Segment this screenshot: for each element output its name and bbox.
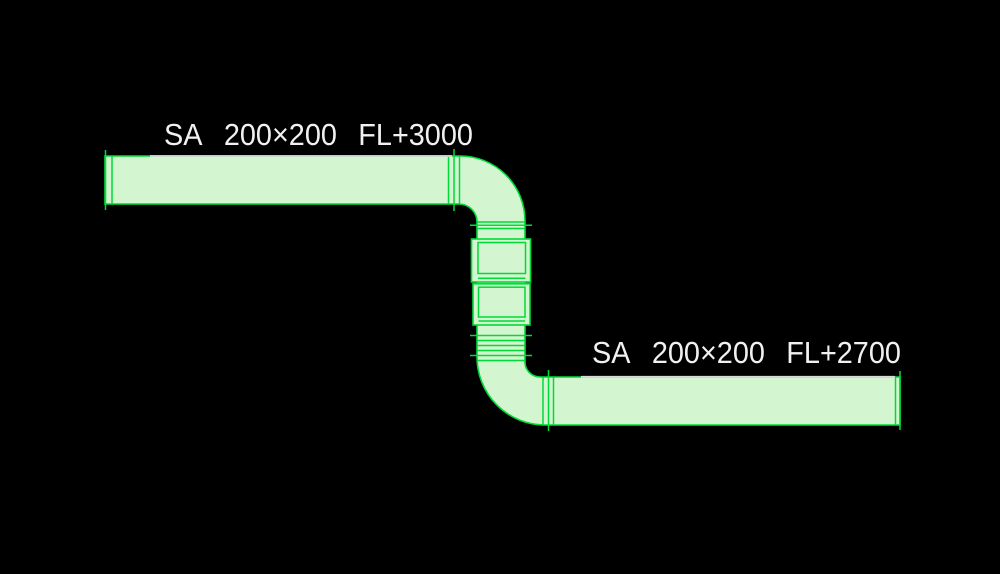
duct-system-label: SA [592, 335, 631, 370]
duct-label-upper[interactable]: SA 200×200 FL+3000 [164, 119, 473, 150]
flange-joint-upper [447, 149, 461, 211]
duct-elevation-label: FL+3000 [358, 117, 473, 152]
duct-fitting-box-lower[interactable] [472, 282, 531, 326]
right-end-cap [894, 371, 901, 430]
flex-connector [470, 334, 532, 362]
left-end-cap [104, 150, 113, 210]
duct-system-label: SA [164, 117, 203, 152]
elbow-joint [470, 221, 532, 230]
duct-size-label: 200×200 [651, 335, 765, 370]
duct-size-label: 200×200 [223, 117, 337, 152]
flange-joint-lower [542, 370, 555, 431]
duct-elevation-label: FL+2700 [786, 335, 901, 370]
duct-fitting-box-upper[interactable] [470, 238, 532, 283]
duct-label-lower[interactable]: SA 200×200 FL+2700 [592, 337, 901, 368]
